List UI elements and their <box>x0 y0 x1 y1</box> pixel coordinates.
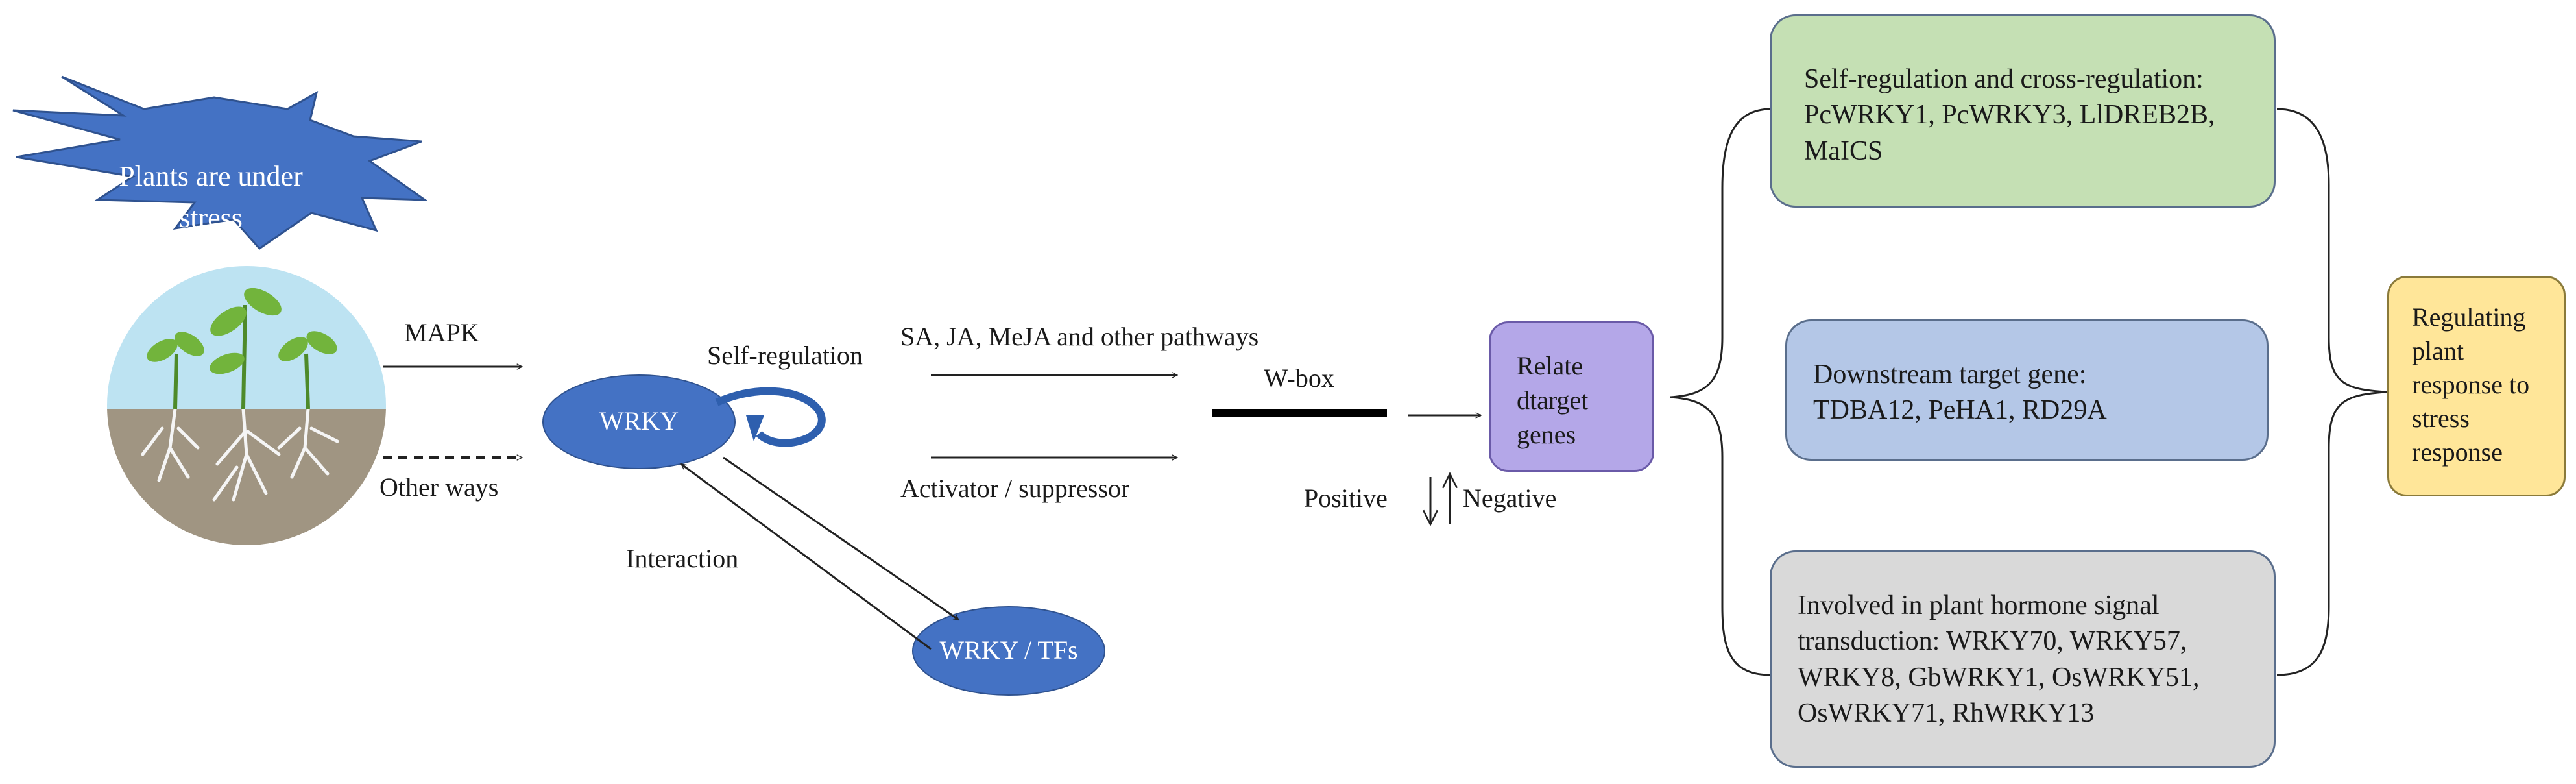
hormone-signal-box-text: Involved in plant hormone signal transdu… <box>1798 591 2200 729</box>
interaction-label: Interaction <box>626 544 739 573</box>
wrky-tfs-ellipse-label: WRKY / TFs <box>939 635 1078 665</box>
relate-target-genes-text: Relate dtarget genes <box>1517 351 1589 449</box>
stress-starburst <box>12 75 428 250</box>
relate-target-genes-box: Relate dtarget genes <box>1489 321 1654 472</box>
wbox-label: W-box <box>1264 363 1334 393</box>
mapk-label: MAPK <box>404 318 479 347</box>
other-ways-label: Other ways <box>379 472 499 502</box>
wrky-tfs-ellipse <box>912 606 1105 696</box>
stress-label: Plants are under stress <box>119 160 303 234</box>
plant-soil-circle <box>107 266 386 545</box>
wbox-bar <box>1212 409 1387 417</box>
downstream-target-box: Downstream target gene: TDBA12, PeHA1, R… <box>1785 319 2269 461</box>
right-brace <box>2276 108 2388 676</box>
regulating-response-box: Regulating plant response to stress resp… <box>2387 276 2566 496</box>
wrky-ellipse <box>542 374 736 469</box>
left-brace <box>1670 108 1772 676</box>
self-regulation-box: Self-regulation and cross-regulation: Pc… <box>1770 14 2276 208</box>
hormone-signal-box: Involved in plant hormone signal transdu… <box>1770 550 2276 768</box>
downstream-target-box-text: Downstream target gene: TDBA12, PeHA1, R… <box>1813 360 2107 426</box>
positive-label: Positive <box>1304 484 1388 513</box>
interaction-arrow-up <box>681 463 932 650</box>
interaction-arrow-down <box>723 456 959 621</box>
negative-label: Negative <box>1463 484 1557 513</box>
self-regulation-label: Self-regulation <box>707 341 863 370</box>
pathways-label: SA, JA, MeJA and other pathways <box>900 322 1259 351</box>
wrky-ellipse-label: WRKY <box>599 406 679 435</box>
self-regulation-loop <box>715 387 826 447</box>
regulating-response-text: Regulating plant response to stress resp… <box>2412 302 2530 467</box>
self-regulation-box-text: Self-regulation and cross-regulation: Pc… <box>1804 64 2215 166</box>
activator-label: Activator / suppressor <box>900 474 1130 503</box>
